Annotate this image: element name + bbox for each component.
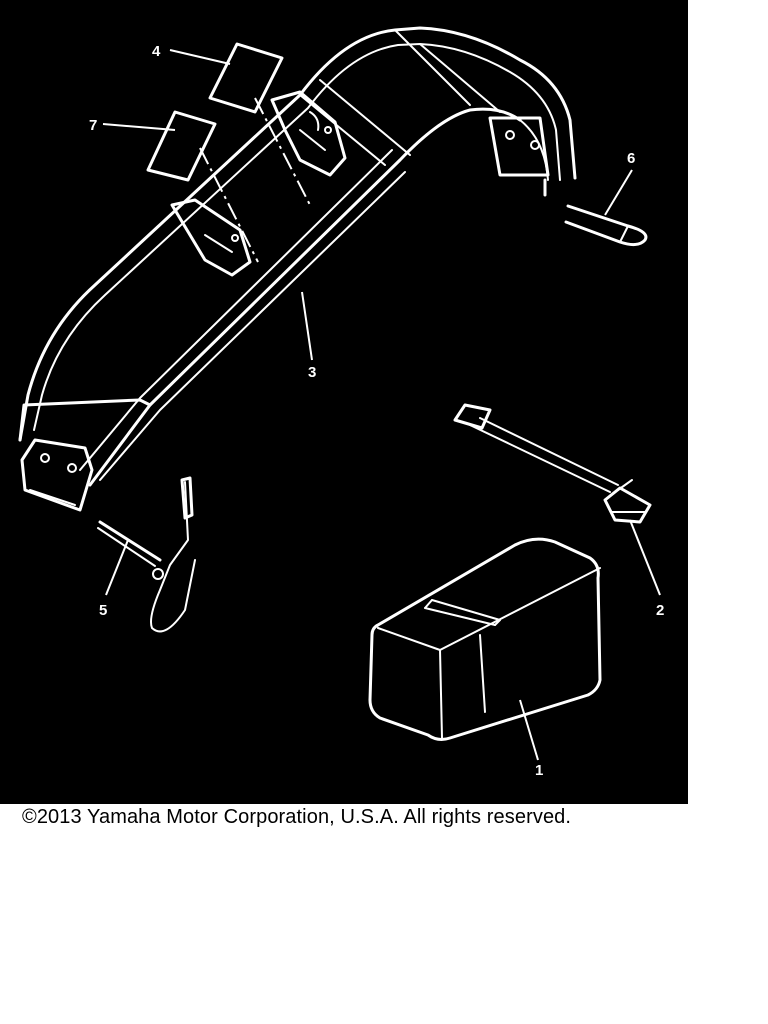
callout-4: 4 bbox=[152, 43, 161, 60]
leader-2 bbox=[629, 519, 661, 596]
callout-7: 7 bbox=[89, 117, 97, 134]
leader-5 bbox=[105, 539, 129, 596]
callout-3: 3 bbox=[308, 364, 316, 381]
leader-6 bbox=[604, 169, 633, 216]
callout-labels: 4 7 6 3 5 2 1 bbox=[89, 43, 664, 779]
callout-1: 1 bbox=[535, 762, 543, 779]
leader-7 bbox=[102, 123, 176, 131]
leader-3 bbox=[301, 291, 313, 361]
leader-1 bbox=[519, 699, 539, 761]
leader-4 bbox=[169, 49, 231, 65]
copyright-notice: ©2013 Yamaha Motor Corporation, U.S.A. A… bbox=[22, 806, 572, 828]
callout-5: 5 bbox=[99, 602, 107, 619]
part-5-wire bbox=[97, 476, 196, 633]
parts-diagram: 4 7 6 3 5 2 1 bbox=[0, 0, 688, 804]
part-2-strap bbox=[453, 403, 652, 524]
diagram-svg: 4 7 6 3 5 2 1 bbox=[18, 26, 664, 779]
part-4-decal bbox=[208, 42, 284, 114]
part-1-box bbox=[368, 537, 602, 741]
callout-2: 2 bbox=[656, 602, 664, 619]
part-6-pin bbox=[564, 204, 648, 247]
part-7-decal bbox=[146, 110, 217, 182]
callout-6: 6 bbox=[627, 150, 635, 167]
part-3-guard bbox=[18, 26, 577, 512]
leader-lines bbox=[102, 49, 661, 761]
